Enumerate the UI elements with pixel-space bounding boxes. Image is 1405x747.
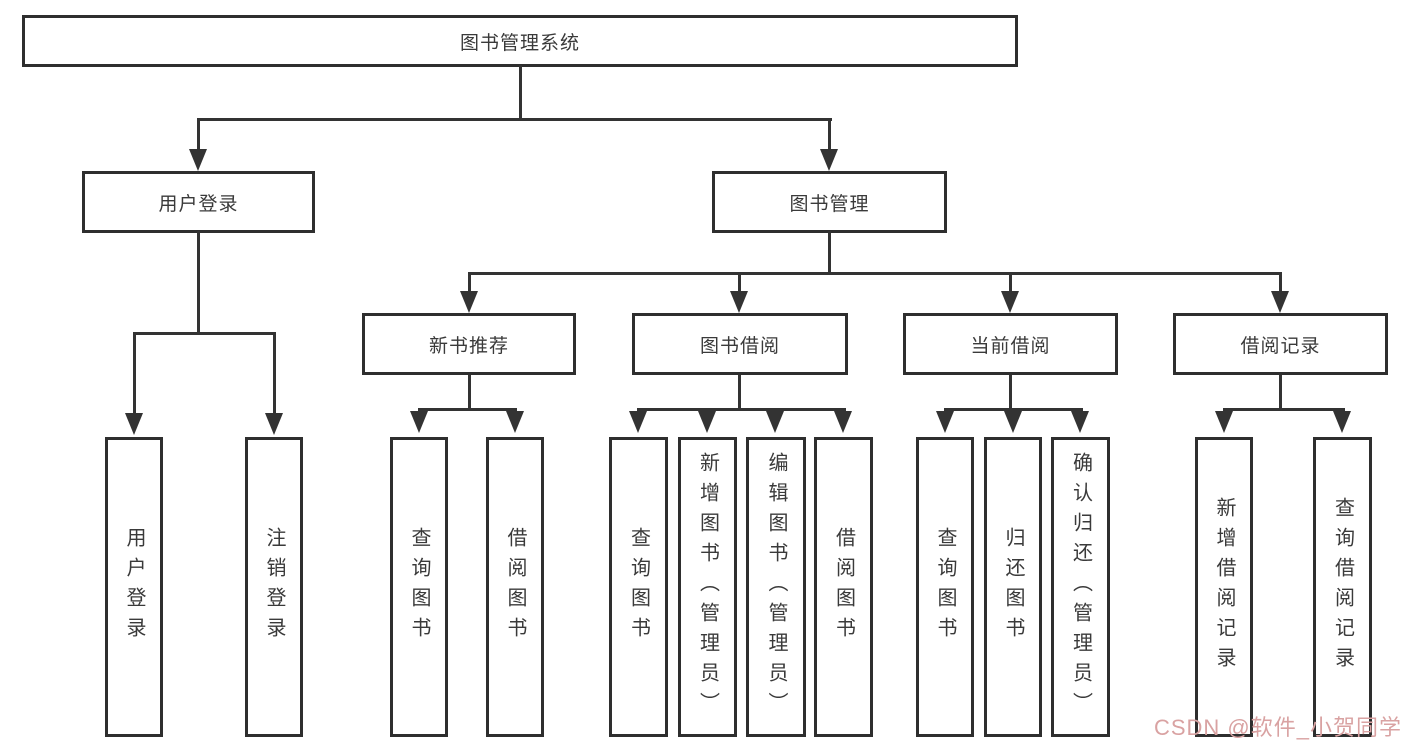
- arrow-down-icon: [265, 413, 283, 435]
- node-book-management: 图书管理: [712, 171, 947, 233]
- leaf-add-books-admin: 新增图书（管理员）: [678, 437, 737, 737]
- connector-line: [1279, 274, 1282, 292]
- arrow-down-icon: [410, 411, 428, 433]
- arrow-down-icon: [189, 149, 207, 171]
- arrow-down-icon: [1215, 411, 1233, 433]
- arrow-down-icon: [125, 413, 143, 435]
- connector-line: [273, 334, 276, 414]
- arrow-down-icon: [834, 411, 852, 433]
- node-library-management-system: 图书管理系统: [22, 15, 1018, 67]
- leaf-query-books-borrow: 查询图书: [609, 437, 668, 737]
- node-new-book-recommend: 新书推荐: [362, 313, 576, 375]
- node-borrow-records: 借阅记录: [1173, 313, 1388, 375]
- connector-line: [1009, 274, 1012, 292]
- leaf-logout: 注销登录: [245, 437, 303, 737]
- connector-line: [828, 120, 831, 150]
- leaf-borrow-books: 借阅图书: [814, 437, 873, 737]
- connector-line: [738, 375, 741, 411]
- connector-line: [1279, 375, 1282, 411]
- arrow-down-icon: [506, 411, 524, 433]
- connector-line: [738, 274, 741, 292]
- connector-line: [468, 274, 471, 292]
- connector-line: [197, 120, 200, 150]
- leaf-add-borrow-record: 新增借阅记录: [1195, 437, 1253, 737]
- csdn-watermark: CSDN @软件_小贺同学: [1153, 715, 1402, 740]
- arrow-down-icon: [1001, 291, 1019, 313]
- arrow-down-icon: [1004, 411, 1022, 433]
- node-book-borrow: 图书借阅: [632, 313, 848, 375]
- connector-line: [637, 408, 846, 411]
- leaf-user-login: 用户登录: [105, 437, 163, 737]
- arrow-down-icon: [820, 149, 838, 171]
- leaf-query-books-current: 查询图书: [916, 437, 974, 737]
- connector-line: [944, 408, 1083, 411]
- connector-line: [1009, 375, 1012, 411]
- connector-line: [468, 375, 471, 411]
- connector-line: [418, 408, 517, 411]
- connector-line: [828, 231, 831, 275]
- connector-line: [133, 332, 276, 335]
- leaf-edit-books-admin: 编辑图书（管理员）: [746, 437, 806, 737]
- arrow-down-icon: [936, 411, 954, 433]
- connector-line: [133, 334, 136, 414]
- leaf-borrow-books-recommend: 借阅图书: [486, 437, 544, 737]
- leaf-return-books: 归还图书: [984, 437, 1042, 737]
- arrow-down-icon: [766, 411, 784, 433]
- arrow-down-icon: [1333, 411, 1351, 433]
- connector-line: [1223, 408, 1345, 411]
- leaf-confirm-return-admin: 确认归还（管理员）: [1051, 437, 1110, 737]
- node-current-borrow: 当前借阅: [903, 313, 1118, 375]
- arrow-down-icon: [460, 291, 478, 313]
- arrow-down-icon: [1071, 411, 1089, 433]
- leaf-query-books-recommend: 查询图书: [390, 437, 448, 737]
- connector-line: [519, 65, 522, 121]
- leaf-query-borrow-record: 查询借阅记录: [1313, 437, 1372, 737]
- arrow-down-icon: [730, 291, 748, 313]
- arrow-down-icon: [698, 411, 716, 433]
- connector-line: [468, 272, 1282, 275]
- connector-line: [197, 118, 832, 121]
- arrow-down-icon: [1271, 291, 1289, 313]
- arrow-down-icon: [629, 411, 647, 433]
- connector-line: [197, 231, 200, 335]
- node-user-login-group: 用户登录: [82, 171, 315, 233]
